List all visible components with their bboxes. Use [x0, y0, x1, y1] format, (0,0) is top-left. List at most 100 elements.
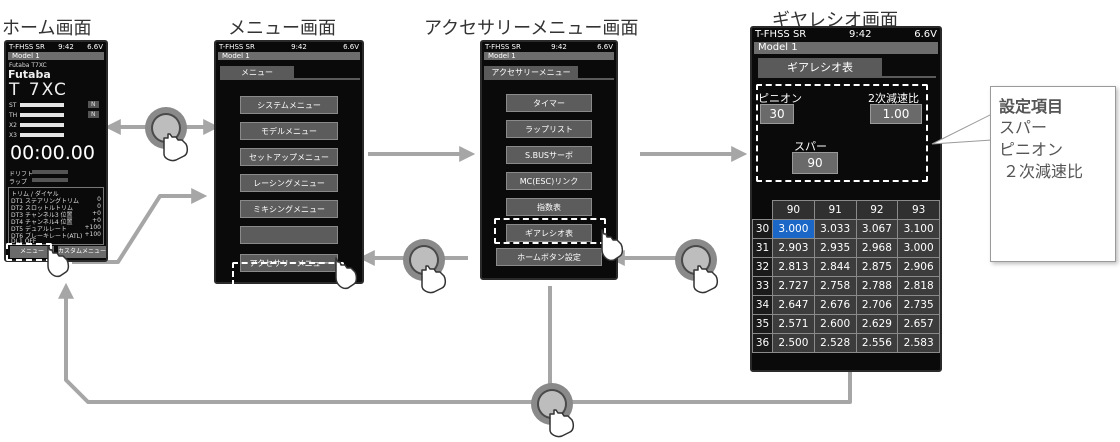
label-menu-screen: メニュー画面	[228, 18, 336, 39]
channel-bar-x2	[20, 123, 64, 127]
maker-label: Futaba T7XC	[9, 62, 47, 69]
accessory-menu-screen: T-FHSS SR 9:42 6.6V Model 1 アクセサリーメニュー タ…	[480, 40, 618, 280]
gear-ratio-button[interactable]: ギアレシオ表	[506, 224, 592, 242]
spur-label: スパー	[794, 140, 827, 153]
timer-button[interactable]: タイマー	[506, 94, 592, 112]
ratio-cell: 2.935	[813, 238, 857, 258]
exponent-table-button[interactable]: 指数表	[506, 198, 592, 216]
arrow-home-button-loop	[58, 282, 852, 404]
sub-row-label: ラップ	[9, 179, 28, 186]
ratio-cell: 2.500	[772, 333, 815, 353]
callout-item-second-ratio: ２次減速比	[1003, 162, 1084, 181]
spur-column-header: 90	[772, 200, 815, 220]
channel-label-th: TH	[9, 112, 18, 119]
highlight-gear-ratio	[494, 218, 606, 244]
sub-row-bar	[32, 178, 68, 182]
ratio-cell: 2.758	[813, 276, 857, 296]
ratio-cell: 2.735	[897, 295, 940, 315]
tap-finger-icon-gear	[601, 229, 624, 262]
ratio-cell: 2.844	[813, 257, 857, 277]
mc-esc-link-button[interactable]: MC(ESC)リンク	[506, 172, 592, 190]
pinion-value[interactable]: 30	[760, 104, 794, 124]
channel-label-x3: X3	[9, 132, 17, 139]
model-name: Model 1	[218, 52, 360, 60]
custom-menu-button[interactable]: カスタムメニュー	[58, 246, 106, 258]
product-logo: T 7XC	[9, 80, 68, 100]
home-button-settings[interactable]: ホームボタン設定	[496, 248, 602, 266]
mixing-menu-button[interactable]: ミキシングメニュー	[240, 200, 338, 218]
ratio-cell: 2.556	[855, 333, 899, 353]
ratio-cell: 2.583	[897, 333, 940, 353]
second-ratio-value[interactable]: 1.00	[870, 104, 922, 124]
trim-value: +0	[92, 217, 101, 224]
corner-cell	[752, 200, 773, 220]
trim-row: DL1 OFF	[11, 238, 37, 245]
clock: 9:42	[58, 43, 74, 51]
ratio-cell: 3.033	[813, 219, 857, 239]
title-underline	[294, 78, 360, 80]
spur-column-header: 93	[897, 200, 940, 220]
clock: 9:42	[551, 43, 567, 51]
blank-menu-button[interactable]	[240, 226, 338, 244]
lap-list-button[interactable]: ラップリスト	[506, 120, 592, 138]
ratio-cell: 2.968	[855, 238, 899, 258]
spur-value[interactable]: 90	[792, 152, 838, 174]
trim-header: トリム / ダイヤル	[11, 191, 59, 198]
setup-menu-button[interactable]: セットアップメニュー	[240, 148, 338, 166]
ratio-cell: 2.706	[855, 295, 899, 315]
ratio-cell: 2.727	[772, 276, 815, 296]
callout-title: 設定項目	[999, 97, 1064, 116]
trim-value: 0	[97, 196, 101, 203]
battery-readout: 6.6V	[597, 43, 613, 51]
menu-button[interactable]: メニュー	[10, 246, 54, 258]
title-underline	[882, 76, 936, 78]
ratio-cell: 3.100	[897, 219, 940, 239]
highlight-settings-area	[756, 84, 928, 182]
trim-value: +0	[92, 210, 101, 217]
table-row: 34 2.647 2.676 2.706 2.735	[752, 295, 940, 315]
sub-row-label: ドリフト	[9, 171, 34, 178]
tap-button-icon-gear-back	[675, 239, 719, 294]
pinion-row-header: 34	[752, 295, 773, 315]
second-ratio-label: 2次減速比	[868, 92, 919, 105]
battery-readout: 6.6V	[87, 43, 103, 51]
arrow-home-finger-to-menu	[72, 188, 208, 264]
system-menu-button[interactable]: システムメニュー	[240, 96, 338, 114]
ratio-cell: 2.629	[855, 314, 899, 334]
ratio-cell: 2.528	[813, 333, 857, 353]
system-label: T-FHSS SR	[755, 29, 807, 40]
home-screen: T-FHSS SR 9:42 6.6V Model 1 Futaba T7XC …	[4, 40, 108, 262]
label-accessory-screen: アクセサリーメニュー画面	[424, 18, 639, 39]
pinion-row-header: 36	[752, 333, 773, 353]
pinion-label: ピニオン	[758, 92, 802, 105]
model-name: Model 1	[8, 52, 104, 60]
callout-item-spur: スパー	[999, 118, 1048, 137]
table-row: 33 2.727 2.758 2.788 2.818	[752, 276, 940, 296]
gear-ratio-screen: T-FHSS SR 9:42 6.6V Model 1 ギアレシオ表 ピニオン …	[750, 26, 942, 372]
ratio-cell: 2.813	[772, 257, 815, 277]
ratio-cell: 2.571	[772, 314, 815, 334]
table-row: 35 2.571 2.600 2.629 2.657	[752, 314, 940, 334]
pinion-row-header: 35	[752, 314, 773, 334]
trim-row: DT4 チャンネル4 位置	[11, 219, 73, 226]
model-menu-button[interactable]: モデルメニュー	[240, 122, 338, 140]
ratio-cell: 2.647	[772, 295, 815, 315]
tap-finger-icon-accessory	[335, 257, 358, 290]
racing-menu-button[interactable]: レーシングメニュー	[240, 174, 338, 192]
sbus-servo-button[interactable]: S.BUSサーボ	[506, 146, 592, 164]
table-row: 31 2.903 2.935 2.968 3.000	[752, 238, 940, 258]
clock: 9:42	[291, 43, 307, 51]
status-bar: T-FHSS SR 9:42 6.6V	[216, 42, 362, 52]
system-label: T-FHSS SR	[219, 43, 255, 51]
table-header-row: 90 91 92 93	[752, 200, 940, 220]
accessory-title: アクセサリーメニュー	[484, 66, 578, 80]
system-label: T-FHSS SR	[9, 43, 45, 51]
clock: 9:42	[849, 29, 872, 40]
trim-row: DT2 スロットルトリム	[11, 205, 74, 212]
channel-badge-st: N	[88, 101, 99, 108]
label-gear-screen: ギヤレシオ画面	[772, 10, 898, 31]
ratio-cell: 2.903	[772, 238, 815, 258]
ratio-cell: 2.788	[855, 276, 899, 296]
ratio-cell: 3.000	[897, 238, 940, 258]
